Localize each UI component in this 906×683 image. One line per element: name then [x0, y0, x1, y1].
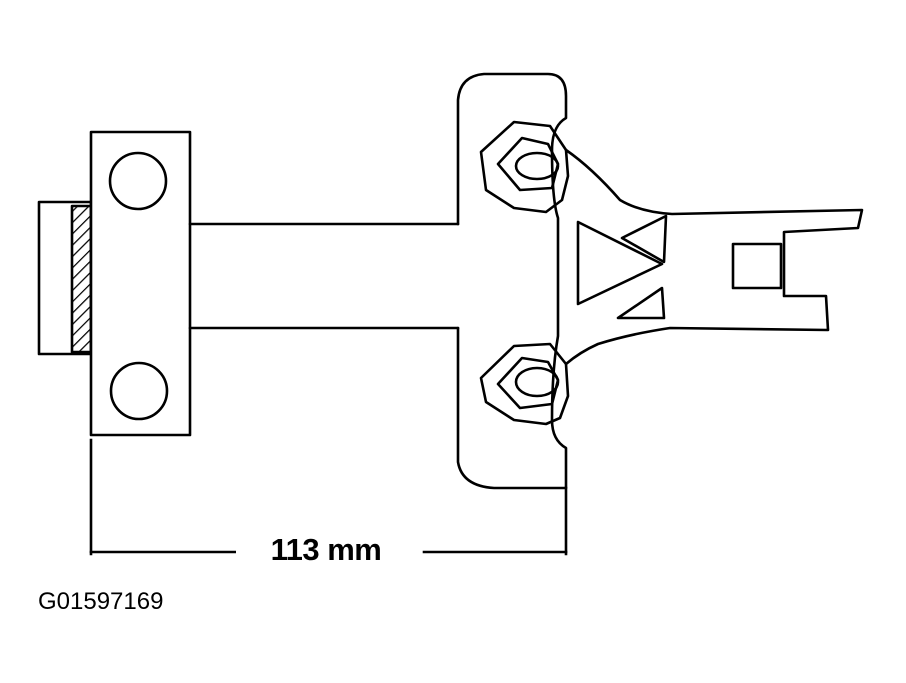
extension-arm [564, 148, 864, 366]
upper-bolt-hole [108, 151, 168, 211]
lower-clip [479, 342, 570, 426]
dimension-label: 113 mm [236, 530, 416, 570]
large-triangle [576, 220, 664, 306]
upper-clip [479, 120, 570, 214]
end-tab [731, 242, 783, 290]
upper-small-triangle [620, 214, 668, 264]
lower-small-triangle [616, 286, 666, 320]
lower-slot [514, 366, 560, 398]
mounting-plate [89, 130, 192, 437]
rubber-insulator [70, 204, 93, 354]
connecting-arm [188, 222, 460, 330]
figure-code: G01597169 [38, 588, 164, 615]
upper-slot [514, 151, 560, 181]
lower-bolt-hole [109, 361, 169, 421]
bracket-body [456, 72, 568, 490]
